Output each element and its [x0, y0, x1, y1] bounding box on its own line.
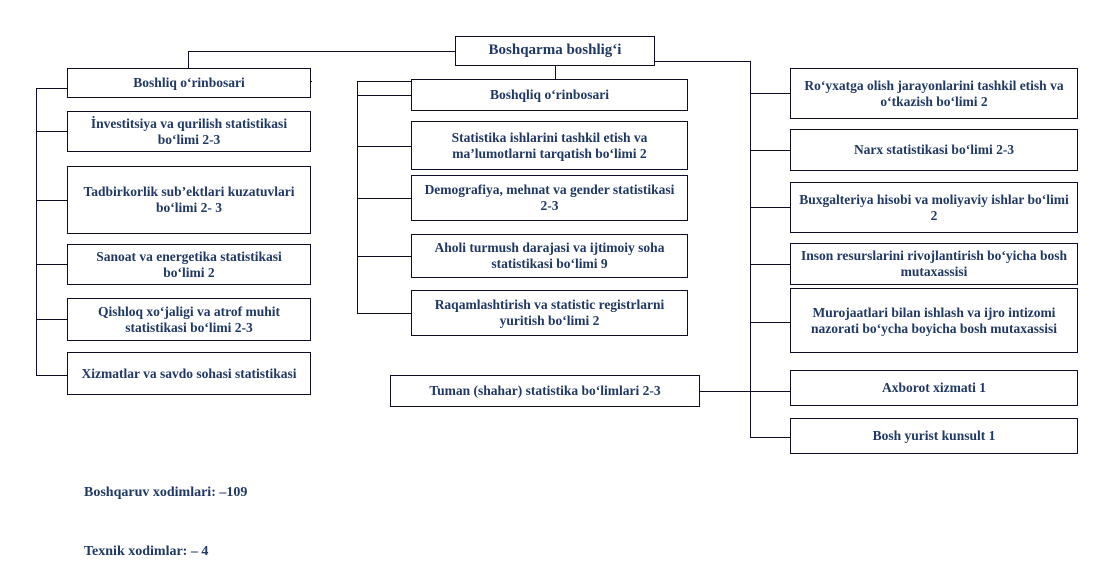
connector-right-stub-3 [750, 264, 791, 265]
node-left-0[interactable]: Boshliq o‘rinbosari [67, 68, 311, 98]
legend-line-1: Boshqaruv xodimlari: –109 [84, 484, 248, 500]
node-label: Narx statistikasi bo‘limi 2-3 [853, 142, 1015, 158]
node-right-5[interactable]: Axborot xizmati 1 [790, 370, 1078, 406]
node-label: Inson resurslarini rivojlantirish bo‘yic… [800, 248, 1068, 279]
legend-line-2: Texnik xodimlar: – 4 [84, 544, 209, 560]
connector-left-stub-0 [36, 88, 68, 89]
node-right-6[interactable]: Bosh yurist kunsult 1 [790, 418, 1078, 454]
connector-middle-stub-0 [357, 95, 411, 96]
node-left-3[interactable]: Sanoat va energetika statistikasi bo‘lim… [67, 244, 311, 285]
node-label: Xizmatlar va savdo sohasi statistikasi [81, 365, 297, 381]
connector-left-drop [188, 51, 189, 81]
connector-right-stub-1 [750, 150, 791, 151]
connector-middle-trunk [357, 81, 358, 313]
staffing-legend: Boshqaruv xodimlari: –109 Texnik xodimla… [84, 443, 297, 563]
node-label: Qishloq xo‘jaligi va atrof muhit statist… [97, 303, 280, 335]
connector-right-stub-4 [750, 322, 791, 323]
connector-left-stub-1 [36, 131, 68, 132]
node-middle-2[interactable]: Demografiya, mehnat va gender statistika… [411, 175, 688, 221]
node-right-3[interactable]: Inson resurslarini rivojlantirish bo‘yic… [790, 243, 1078, 285]
node-label: Tuman (shahar) statistika bo‘limlari 2-3 [429, 383, 661, 399]
connector-root-to-right [655, 61, 751, 62]
connector-left-stub-4 [36, 319, 68, 320]
connector-middle-stub-1 [357, 146, 411, 147]
node-left-4[interactable]: Qishloq xo‘jaligi va atrof muhit statist… [67, 298, 311, 341]
node-left-1[interactable]: İnvestitsiya va qurilish statistikasi bo… [67, 111, 311, 152]
node-right-4[interactable]: Murojaatlari bilan ishlash va ijro intiz… [790, 288, 1078, 353]
node-label: Bosh yurist kunsult 1 [872, 428, 996, 444]
node-tuman-statistika[interactable]: Tuman (shahar) statistika bo‘limlari 2-3 [390, 375, 700, 407]
connector-left-stub-3 [36, 264, 68, 265]
node-left-5[interactable]: Xizmatlar va savdo sohasi statistikasi [67, 352, 311, 395]
node-label: Statistika ishlarini tashkil etish va ma… [451, 129, 648, 161]
connector-right-stub-5 [750, 391, 791, 392]
node-label: Axborot xizmati 1 [882, 380, 986, 396]
node-label: Boshqliq o‘rinbosari [490, 87, 609, 103]
node-left-2[interactable]: Tadbirkorlik sub’ektlari kuzatuvlari bo‘… [67, 166, 311, 234]
connector-root-to-left [188, 51, 456, 52]
connector-middle-stub-4 [357, 313, 411, 314]
connector-right-stub-6 [750, 437, 791, 438]
node-label: Ro‘yxatga olish jarayonlarini tashkil et… [804, 77, 1064, 109]
node-label: Raqamlashtirish va statistic registrlarn… [434, 297, 665, 328]
node-label: Tadbirkorlik sub’ektlari kuzatuvlari bo‘… [83, 184, 295, 215]
node-middle-4[interactable]: Raqamlashtirish va statistic registrlarn… [411, 290, 688, 336]
node-label: Sanoat va energetika statistikasi bo‘lim… [96, 248, 282, 280]
node-label: Murojaatlari bilan ishlash va ijro intiz… [810, 304, 1058, 336]
node-label: Boshliq o‘rinbosari [133, 75, 245, 91]
node-label: Buxgalteriya hisobi va moliyaviy ishlar … [799, 191, 1069, 223]
connector-right-stub-2 [750, 207, 791, 208]
connector-root-down-middle [555, 66, 556, 81]
node-right-1[interactable]: Narx statistikasi bo‘limi 2-3 [790, 129, 1078, 171]
node-label: Aholi turmush darajasi va ijtimoiy soha … [434, 240, 665, 271]
connector-right-trunk [750, 61, 751, 437]
connector-middle-stub-2 [357, 198, 411, 199]
node-middle-3[interactable]: Aholi turmush darajasi va ijtimoiy soha … [411, 234, 688, 278]
node-middle-0[interactable]: Boshqliq o‘rinbosari [411, 79, 688, 111]
node-right-2[interactable]: Buxgalteriya hisobi va moliyaviy ishlar … [790, 182, 1078, 233]
connector-middle-stub-3 [357, 256, 411, 257]
node-label: Boshqarma boshlig‘i [488, 42, 622, 59]
node-right-0[interactable]: Ro‘yxatga olish jarayonlarini tashkil et… [790, 68, 1078, 119]
connector-left-stub-5 [36, 375, 68, 376]
node-middle-1[interactable]: Statistika ishlarini tashkil etish va ma… [411, 121, 688, 170]
node-label: İnvestitsiya va qurilish statistikasi bo… [90, 115, 288, 147]
connector-tuman-to-right-trunk [700, 391, 751, 392]
connector-left-stub-2 [36, 200, 68, 201]
node-boshqarma-boshligi[interactable]: Boshqarma boshlig‘i [455, 36, 655, 66]
connector-left-trunk [36, 88, 37, 376]
node-label: Demografiya, mehnat va gender statistika… [424, 182, 675, 213]
connector-right-stub-0 [750, 93, 791, 94]
